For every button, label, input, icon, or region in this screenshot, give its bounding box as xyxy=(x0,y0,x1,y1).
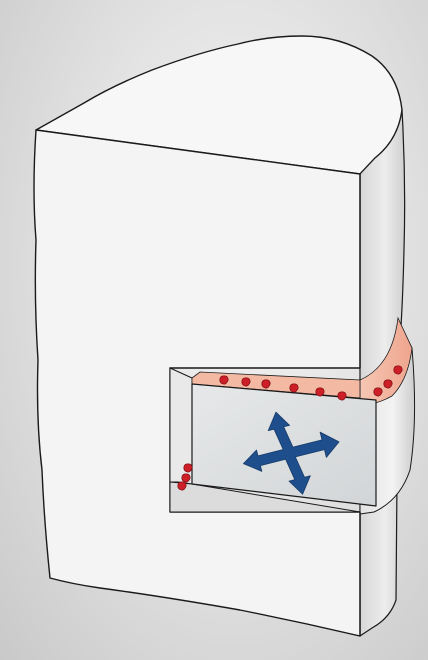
red-particle-icon xyxy=(262,380,270,388)
red-particle-icon xyxy=(394,366,402,374)
red-particle-icon xyxy=(290,384,298,392)
red-particle-icon xyxy=(338,392,346,400)
red-particle-icon xyxy=(178,482,186,490)
red-particle-icon xyxy=(184,464,192,472)
red-particle-icon xyxy=(220,376,228,384)
red-particle-icon xyxy=(242,378,250,386)
red-particle-icon xyxy=(316,388,324,396)
red-particle-icon xyxy=(374,388,382,396)
red-particle-icon xyxy=(384,380,392,388)
red-particle-icon xyxy=(182,474,190,482)
